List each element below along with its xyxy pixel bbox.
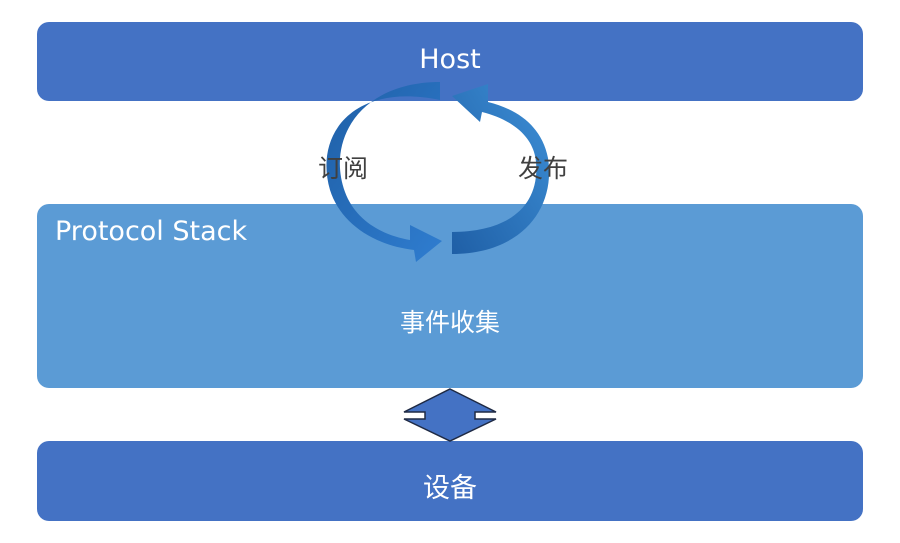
host-box: Host (37, 22, 863, 101)
publish-label: 发布 (518, 154, 569, 183)
subscribe-label: 订阅 (318, 154, 369, 183)
device-label: 设备 (423, 473, 477, 504)
protocol-stack-box: Protocol Stack 事件收集 (37, 204, 863, 388)
host-label: Host (419, 44, 481, 75)
event-collection-label: 事件收集 (399, 308, 500, 337)
protocol-stack-title: Protocol Stack (55, 216, 248, 247)
device-box: 设备 (37, 441, 863, 521)
double-arrow-icon (403, 388, 497, 442)
